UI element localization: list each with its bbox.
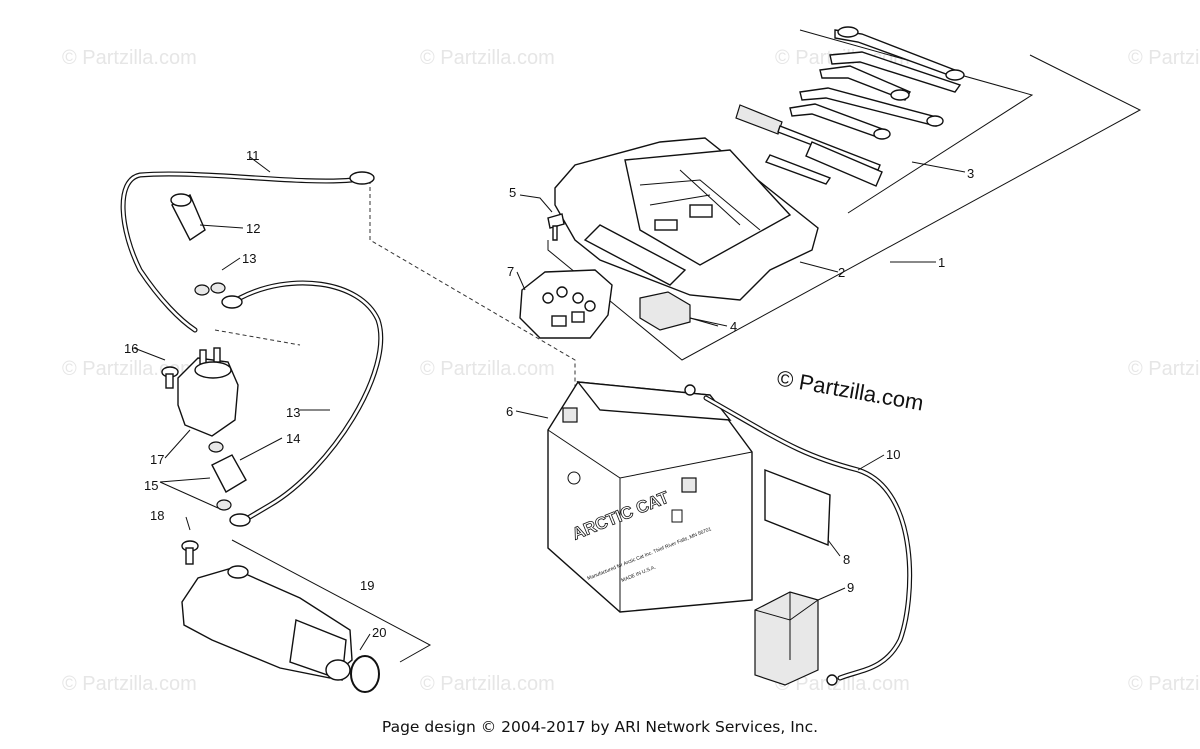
watermark: © Partzilla.com — [1128, 358, 1200, 380]
watermark: © Partzilla.com — [420, 47, 555, 69]
watermark: © Partzilla.com — [62, 673, 197, 695]
callout-13-lower: 15 — [144, 478, 158, 493]
o-ring-20 — [350, 655, 380, 693]
tool-kit — [735, 26, 1034, 214]
callout-1: 1 — [938, 255, 945, 270]
positive-cable — [120, 171, 375, 333]
screw-5 — [519, 194, 565, 241]
callout-17: 17 — [150, 452, 164, 467]
callout-18: 18 — [150, 508, 164, 523]
terminal-boot-12 — [170, 193, 206, 242]
callout-10: 10 — [886, 447, 900, 462]
callout-11: 11 — [246, 148, 260, 163]
leader-lines — [133, 156, 966, 651]
starter-motor — [181, 539, 432, 681]
watermark: © Partzilla.com — [62, 47, 197, 69]
callout-numbers: 1 2 3 4 5 6 7 8 9 10 11 12 13 13 14 15 1… — [124, 148, 974, 640]
callout-4: 4 — [730, 319, 737, 334]
callout-13-upper: 13 — [242, 251, 256, 266]
foam-block-9 — [754, 591, 819, 686]
foam-pad-4 — [639, 291, 719, 331]
watermark: © Partzilla.com — [1128, 673, 1200, 695]
watermark: © Partzilla.com — [420, 673, 555, 695]
callout-8: 8 — [843, 552, 850, 567]
callout-14: 13 — [286, 405, 300, 420]
callout-16: 16 — [124, 341, 138, 356]
callout-2: 2 — [838, 265, 845, 280]
battery-pad-8 — [764, 468, 841, 557]
callout-12: 12 — [246, 221, 260, 236]
callout-20: 20 — [372, 625, 386, 640]
watermark-layer: © Partzilla.com © Partzilla.com © Partzi… — [62, 47, 1200, 695]
negative-cable — [684, 384, 913, 686]
copyright-footer: Page design © 2004-2017 by ARI Network S… — [381, 718, 819, 736]
bolt-18 — [181, 540, 199, 565]
starter-solenoid — [177, 347, 239, 437]
callout-19: 19 — [360, 578, 374, 593]
nuts-13 — [194, 282, 232, 511]
tool-tray — [547, 54, 1142, 361]
callout-5: 5 — [509, 185, 516, 200]
terminal-cap-15 — [211, 454, 247, 493]
watermark: © Partzilla.com — [775, 673, 910, 695]
callout-15: 14 — [286, 431, 300, 446]
battery: ARCTIC CAT Manufactured for Arctic Cat I… — [547, 381, 753, 613]
callout-3: 3 — [967, 166, 974, 181]
watermark: © Partzilla.com — [420, 358, 555, 380]
callout-7: 7 — [507, 264, 514, 279]
hardware-kit — [519, 269, 613, 339]
starter-cable — [221, 280, 384, 527]
bolt-16 — [161, 366, 179, 389]
partzilla-brand-mark: © Partzilla.com — [775, 365, 925, 415]
callout-9: 9 — [847, 580, 854, 595]
callout-6: 6 — [506, 404, 513, 419]
watermark: © Partzilla.com — [1128, 47, 1200, 69]
